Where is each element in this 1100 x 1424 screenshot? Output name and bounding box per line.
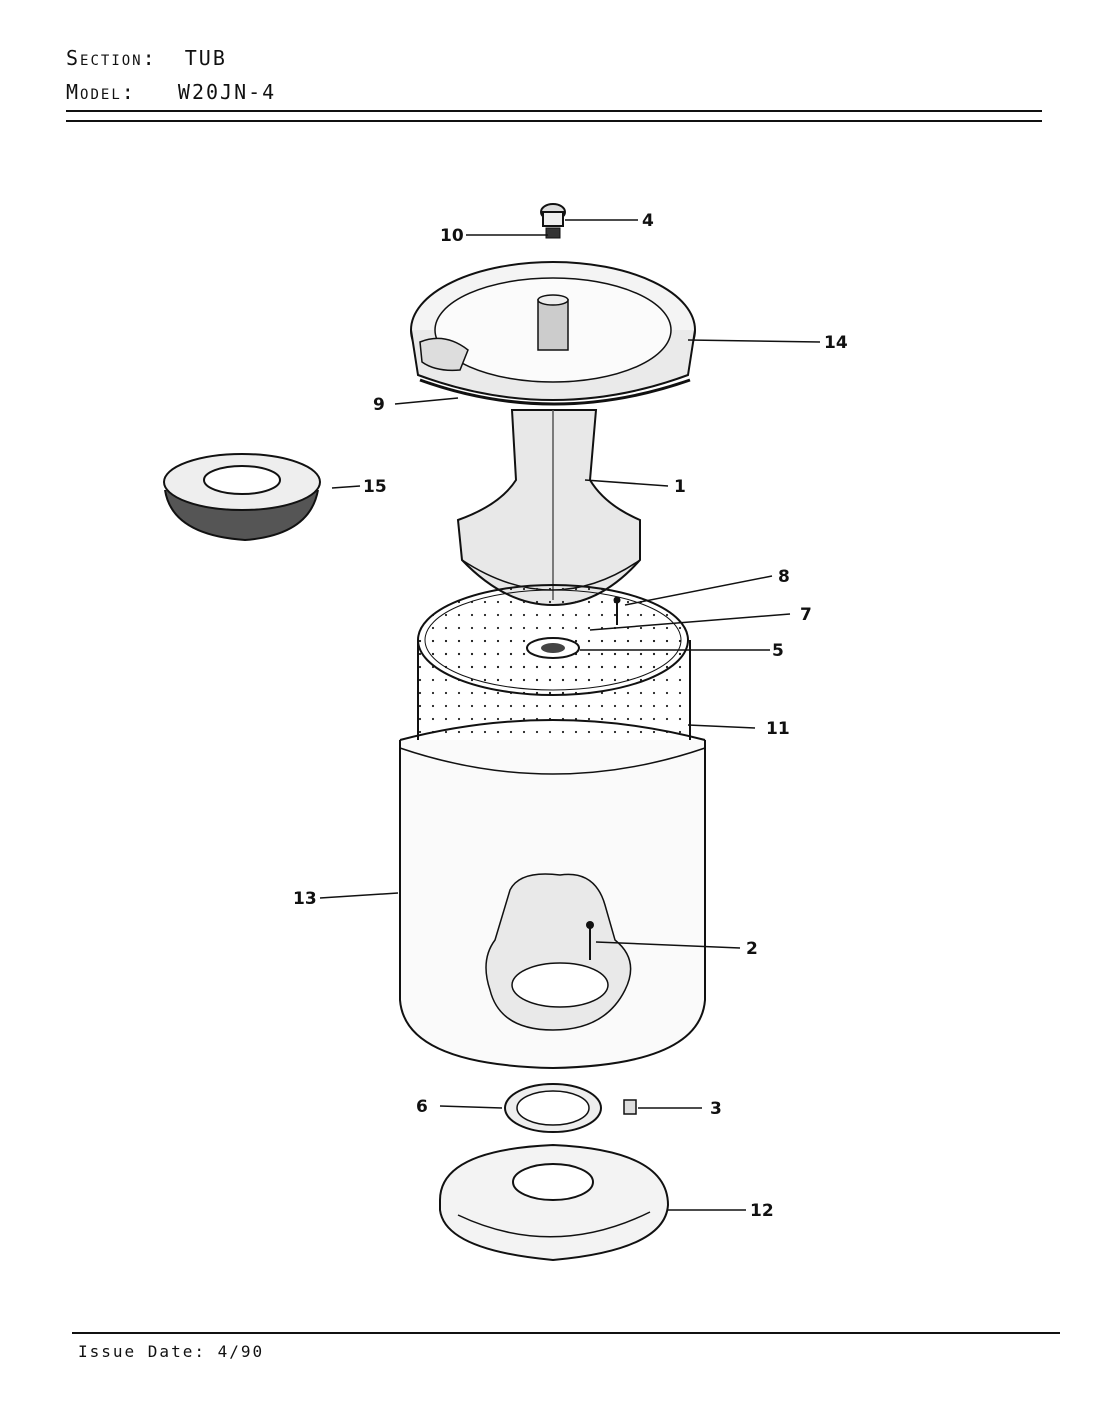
section-header: Section: TUB [66,46,227,70]
model-header: Model: W20JN-4 [66,80,276,104]
gasket-part [504,1083,602,1133]
callout-15: 15 [363,477,387,497]
callout-8: 8 [778,567,790,587]
callout-13: 13 [293,889,317,909]
agitator-stem-part [537,294,569,351]
callout-4: 4 [642,211,654,231]
tub-cover-part [410,261,696,406]
model-value: W20JN-4 [177,80,277,104]
header-rule-bottom [66,120,1042,122]
outer-tub-part [399,719,706,1070]
callout-12: 12 [750,1201,774,1221]
section-value: TUB [184,46,227,70]
screw-parts [586,596,637,1115]
callout-5: 5 [772,641,784,661]
callout-9: 9 [373,395,385,415]
callout-6: 6 [416,1097,428,1117]
base-part [439,1143,670,1262]
cap-part [540,203,566,227]
agitator-part [456,409,641,607]
callout-3: 3 [710,1099,722,1119]
callout-7: 7 [800,605,812,625]
footer-rule [72,1332,1060,1334]
callout-11: 11 [766,719,790,739]
dispenser-part [163,453,321,542]
header-rule-top [66,110,1042,112]
callout-1: 1 [674,477,686,497]
section-label: Section: [66,46,157,70]
leader-lines [319,219,821,1211]
issue-date: Issue Date: 4/90 [78,1342,265,1361]
callout-14: 14 [824,333,848,353]
model-label: Model: [66,80,136,104]
callout-10: 10 [440,226,464,246]
nut-part [545,227,561,239]
callout-2: 2 [746,939,758,959]
